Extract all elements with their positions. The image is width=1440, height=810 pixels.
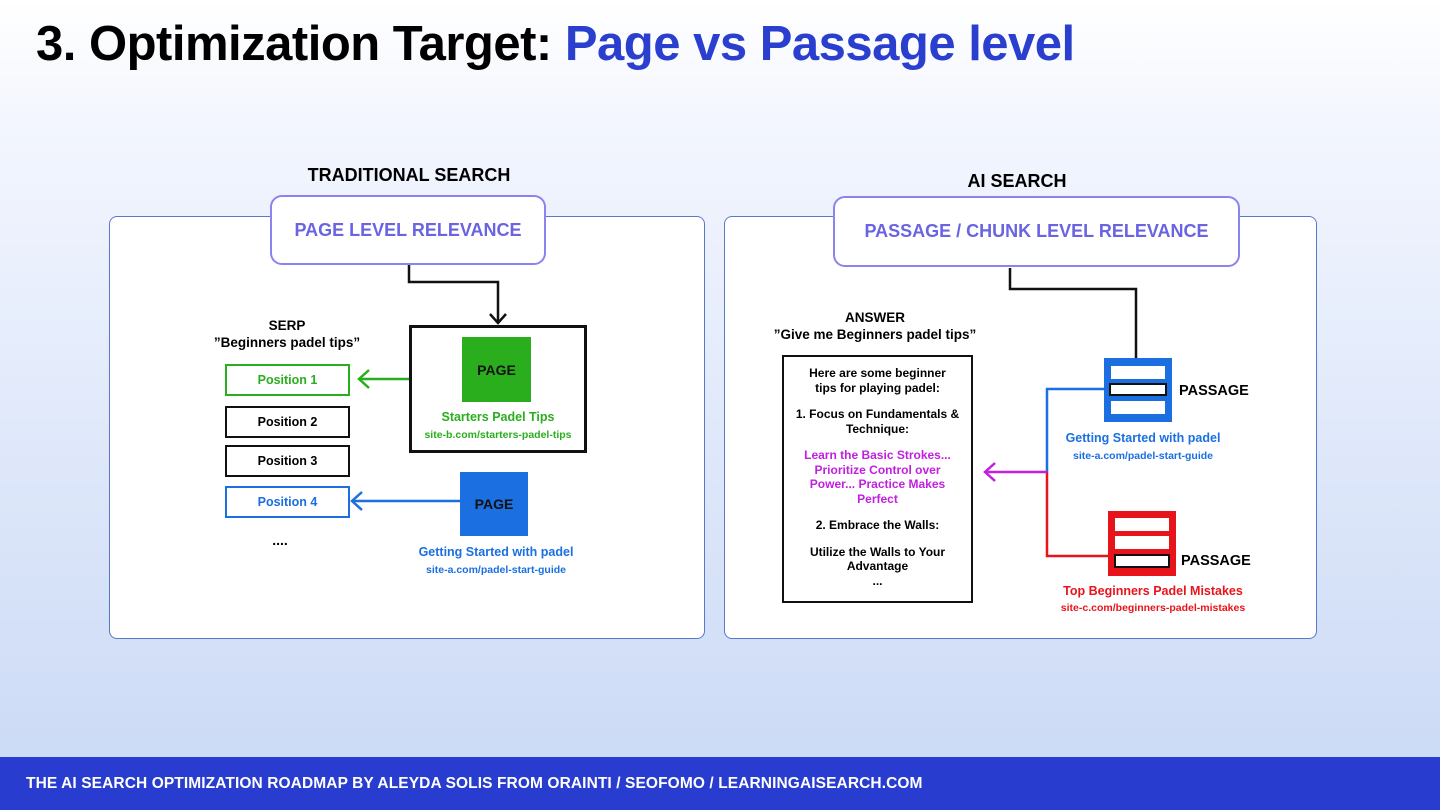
answer-tip1: 1. Focus on Fundamentals & Technique: [795, 407, 960, 436]
serp-ellipsis: .... [272, 532, 288, 548]
page-level-relevance-box: PAGE LEVEL RELEVANCE [270, 195, 546, 265]
red-passage-url: site-c.com/beginners-padel-mistakes [1060, 602, 1246, 614]
traditional-search-label: TRADITIONAL SEARCH [307, 165, 511, 185]
blue-passage-label: PASSAGE [1179, 383, 1249, 399]
passage-chunk [1115, 536, 1169, 549]
passage-chunk [1115, 518, 1169, 531]
serp-title: SERP [268, 318, 306, 333]
blue-page-square: PAGE [460, 472, 528, 536]
passage-chunk-selected [1114, 554, 1170, 568]
traditional-search-panel [109, 216, 705, 639]
footer-banner: THE AI SEARCH OPTIMIZATION ROADMAP BY AL… [0, 757, 1440, 810]
answer-tip1-detail: Learn the Basic Strokes... Prioritize Co… [804, 448, 951, 506]
red-passage-icon [1108, 511, 1176, 576]
title-accent: Page vs Passage level [564, 17, 1075, 71]
passage-chunk-selected [1109, 383, 1167, 396]
green-page-url: site-b.com/starters-padel-tips [424, 429, 572, 441]
answer-intro: Here are some beginner tips for playing … [809, 366, 946, 395]
answer-tip2: 2. Embrace the Walls: [815, 518, 940, 532]
blue-page-title: Getting Started with padel [418, 545, 574, 559]
serp-position-1[interactable]: Position 1 [225, 364, 350, 396]
red-passage-title: Top Beginners Padel Mistakes [1063, 584, 1243, 598]
green-page-title: Starters Padel Tips [441, 410, 555, 424]
serp-position-4[interactable]: Position 4 [225, 486, 350, 518]
blue-page-url: site-a.com/padel-start-guide [425, 564, 567, 576]
blue-passage-url: site-a.com/padel-start-guide [1072, 450, 1214, 462]
answer-query: ”Give me Beginners padel tips” [773, 327, 977, 342]
passage-chunk [1111, 366, 1165, 379]
serp-position-3[interactable]: Position 3 [225, 445, 350, 477]
ai-search-label: AI SEARCH [967, 171, 1067, 191]
blue-passage-title: Getting Started with padel [1065, 431, 1221, 445]
green-page-square: PAGE [462, 337, 531, 402]
footer-text: THE AI SEARCH OPTIMIZATION ROADMAP BY AL… [26, 774, 923, 792]
serp-query: ”Beginners padel tips” [213, 335, 361, 350]
serp-position-2[interactable]: Position 2 [225, 406, 350, 438]
passage-level-relevance-box: PASSAGE / CHUNK LEVEL RELEVANCE [833, 196, 1240, 267]
title-prefix: 3. Optimization Target: [36, 17, 552, 71]
slide-title: 3. Optimization Target: Page vs Passage … [36, 16, 1075, 72]
passage-chunk [1111, 401, 1165, 414]
red-passage-label: PASSAGE [1181, 553, 1251, 569]
answer-title: ANSWER [845, 310, 905, 325]
answer-box: Here are some beginner tips for playing … [782, 355, 973, 603]
answer-tip2-detail: Utilize the Walls to Your Advantage [809, 544, 946, 574]
blue-passage-icon [1104, 358, 1172, 422]
answer-more: ... [872, 573, 883, 588]
